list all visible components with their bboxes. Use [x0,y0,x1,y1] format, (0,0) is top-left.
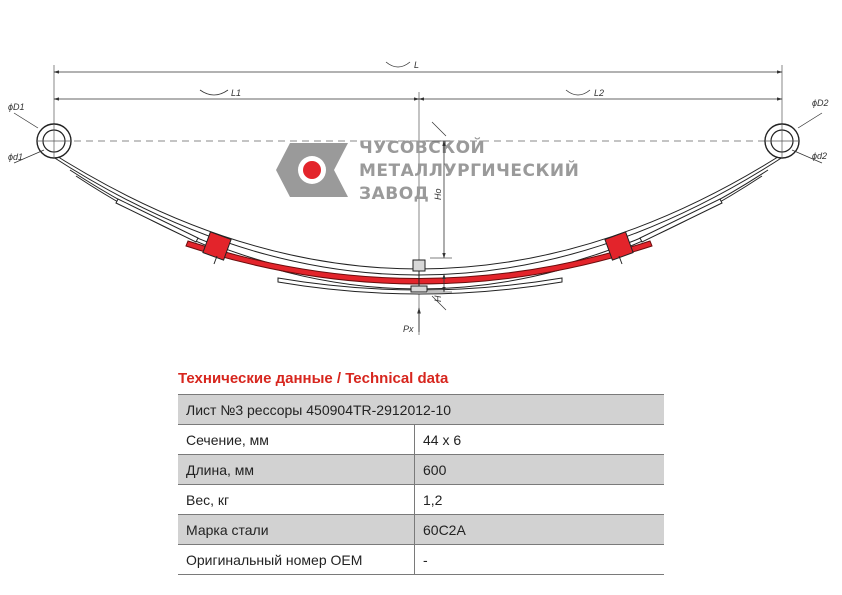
dimension-arc-height: Ho [426,121,452,259]
spec-key: Длина, мм [178,454,415,485]
clamp-right [604,231,634,265]
spec-key: Марка стали [178,514,415,545]
table-row: Длина, мм 600 [178,454,664,485]
table-row: Марка стали 60С2А [178,514,664,545]
logo-line-1: ЧУСОВСКОЙ [359,136,485,158]
technical-data-title: Технические данные / Technical data [178,370,449,387]
center-bolt [410,259,428,293]
table-row: Вес, кг 1,2 [178,484,664,515]
spec-key: Вес, кг [178,484,415,515]
dimension-right-length: L2 [418,88,783,101]
spec-key: Сечение, мм [178,424,415,455]
rebound-pad-right [639,198,723,243]
right-eye-inner-dia-label: ϕd2 [812,151,827,161]
company-logo: ЧУСОВСКОЙ МЕТАЛЛУРГИЧЕСКИЙ ЗАВОД [276,136,579,204]
arc-height-label: Ho [433,188,443,200]
right-length-label: L2 [594,88,604,98]
right-eye: ϕD2 ϕd2 [764,98,829,164]
part-name-cell: Лист №3 рессоры 450904TR-2912012-10 [178,394,664,425]
table-row: Сечение, мм 44 x 6 [178,424,664,455]
spec-value: 60С2А [414,514,664,545]
dimension-pack-height: H [428,273,452,311]
left-eye: ϕD1 ϕd1 [8,102,72,164]
load-arrow: Px [403,307,421,334]
spec-value: 44 x 6 [414,424,664,455]
highlighted-leaf-3 [185,240,653,285]
spec-value: 1,2 [414,484,664,515]
table-header-row: Лист №3 рессоры 450904TR-2912012-10 [178,394,664,425]
logo-line-3: ЗАВОД [359,184,429,204]
dimension-left-length: L1 [53,88,420,101]
bottom-leaf [277,277,563,295]
extension-lines [53,65,783,335]
right-eye-outer-dia-label: ϕD2 [812,98,829,108]
pack-height-label: H [433,295,443,302]
dimension-overall-length: L [53,60,783,74]
rebound-pad-left [115,198,199,243]
overall-length-label: L [414,60,419,70]
left-eye-outer-dia-label: ϕD1 [8,102,25,112]
logo-line-2: МЕТАЛЛУРГИЧЕСКИЙ [359,159,579,181]
left-length-label: L1 [231,88,241,98]
spec-value: 600 [414,454,664,485]
logo-dot-core [303,161,321,179]
spec-value: - [414,544,664,575]
spec-key: Оригинальный номер OEM [178,544,415,575]
technical-data-table: Лист №3 рессоры 450904TR-2912012-10 Сече… [178,394,664,575]
load-label: Px [403,324,414,334]
leaf-spring-drawing: L L1 L2 ЧУСОВСКОЙ МЕТАЛЛУРГИЧЕСКИЙ ЗАВОД [8,60,829,335]
left-eye-inner-dia-label: ϕd1 [8,152,23,162]
clamp-left [202,231,232,265]
table-row: Оригинальный номер OEM - [178,544,664,575]
